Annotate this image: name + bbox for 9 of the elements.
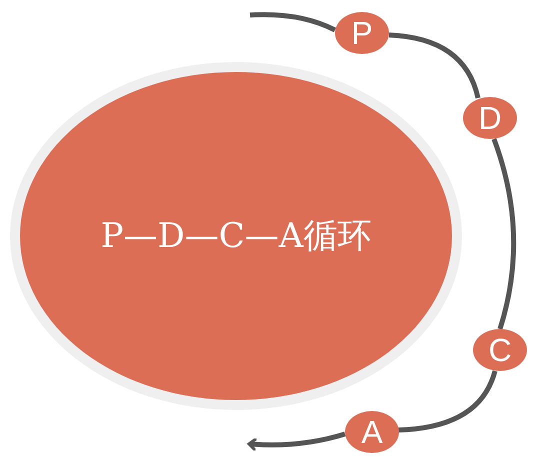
stage-circle: P — [335, 12, 389, 54]
connector-line — [388, 32, 480, 99]
cycle-ellipse: P—D—C—A循环 — [10, 62, 462, 410]
connector-line — [250, 12, 336, 32]
stage-circle: C — [473, 329, 527, 371]
connector-line — [492, 138, 516, 330]
stage-circle: A — [345, 411, 399, 453]
connector-line — [398, 370, 498, 432]
stage-circle: D — [463, 97, 517, 139]
